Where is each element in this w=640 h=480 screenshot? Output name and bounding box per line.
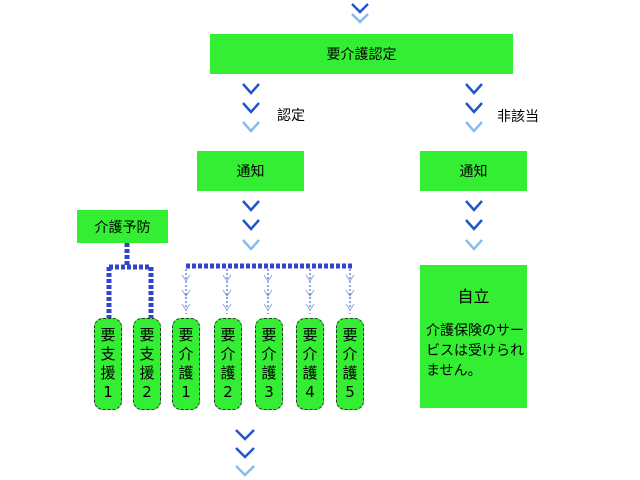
kaigo-yobou-box: 介護予防 <box>77 210 168 243</box>
level-char: 要 <box>178 326 194 344</box>
arrow-nintei-icon <box>242 83 260 133</box>
nintei-label: 認定 <box>277 108 305 124</box>
level-char: 介 <box>220 345 236 363</box>
level-char: 護 <box>342 364 358 382</box>
level-char: 要 <box>100 326 116 344</box>
jiritsu-description: 介護保険のサービスは受けられません。 <box>426 323 524 379</box>
level-char: 要 <box>220 326 236 344</box>
level-number: 5 <box>345 383 355 401</box>
level-char: 護 <box>261 364 277 382</box>
level-char: 介 <box>302 345 318 363</box>
level-youkaigo-5: 要 介 護 5 <box>336 318 364 410</box>
level-char: 要 <box>302 326 318 344</box>
level-char: 要 <box>261 326 277 344</box>
jiritsu-box: 自立 介護保険のサービスは受けられません。 <box>420 265 527 408</box>
level-char: 支 <box>139 345 155 363</box>
arrow-left-tsuchi-icon <box>242 200 260 251</box>
nintei-box: 要介護認定 <box>210 34 513 74</box>
level-youshien-2: 要 支 援 2 <box>133 318 161 410</box>
tsuchi-right-box: 通知 <box>420 151 527 191</box>
level-char: 要 <box>342 326 358 344</box>
tsuchi-left-box: 通知 <box>197 151 304 191</box>
level-youkaigo-1: 要 介 護 1 <box>172 318 200 410</box>
level-youshien-1: 要 支 援 1 <box>94 318 122 410</box>
level-number: 2 <box>142 383 152 401</box>
level-char: 介 <box>261 345 277 363</box>
level-number: 3 <box>264 383 274 401</box>
level-number: 1 <box>181 383 191 401</box>
level-number: 2 <box>223 383 233 401</box>
level-youkaigo-3: 要 介 護 3 <box>255 318 283 410</box>
level-char: 介 <box>178 345 194 363</box>
level-number: 1 <box>103 383 113 401</box>
level-number: 4 <box>305 383 315 401</box>
level-char: 支 <box>100 345 116 363</box>
level-char: 援 <box>100 364 116 382</box>
arrow-top-icon <box>351 3 369 24</box>
level-char: 護 <box>220 364 236 382</box>
level-youkaigo-2: 要 介 護 2 <box>214 318 242 410</box>
level-char: 要 <box>139 326 155 344</box>
level-char: 護 <box>302 364 318 382</box>
kaigo-bracket <box>181 263 355 314</box>
arrow-right-tsuchi-icon <box>465 200 483 251</box>
arrow-bottom-icon <box>235 429 255 477</box>
level-char: 護 <box>178 364 194 382</box>
jiritsu-title: 自立 <box>457 287 490 306</box>
yobou-bracket <box>106 243 154 320</box>
arrow-higaitou-icon <box>465 83 483 133</box>
level-char: 介 <box>342 345 358 363</box>
higaitou-label: 非該当 <box>497 109 539 125</box>
level-youkaigo-4: 要 介 護 4 <box>296 318 324 410</box>
level-char: 援 <box>139 364 155 382</box>
